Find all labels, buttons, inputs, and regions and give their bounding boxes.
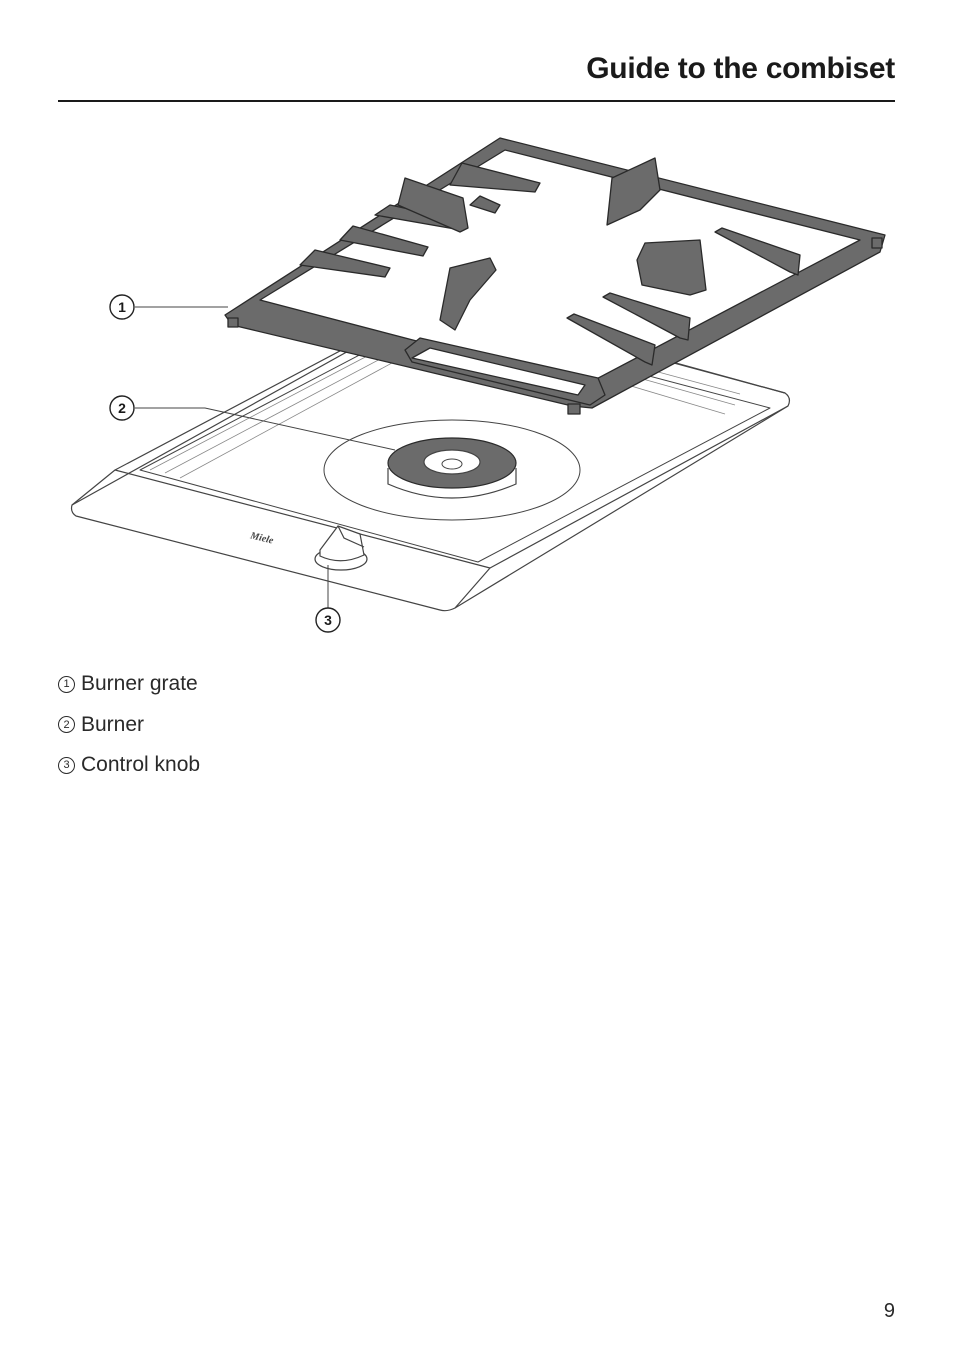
page-number: 9 (883, 1300, 895, 1322)
callout-lines (135, 306, 396, 608)
combiset-illustration: Miele (70, 137, 886, 633)
legend-item-burner: 2 Burner (58, 705, 200, 746)
callout-3: 3 (315, 607, 341, 633)
legend-item-control-knob: 3 Control knob (58, 745, 200, 786)
page-title: Guide to the combiset (586, 52, 895, 85)
svg-text:3: 3 (324, 612, 332, 628)
burner-grate (224, 137, 886, 415)
legend: 1 Burner grate 2 Burner 3 Control knob (58, 664, 200, 786)
callout-2: 2 (109, 395, 135, 421)
title-rule (58, 100, 895, 102)
legend-number: 3 (58, 756, 75, 774)
legend-number: 1 (58, 675, 75, 693)
burner (323, 419, 581, 521)
legend-label: Burner grate (81, 672, 198, 696)
legend-label: Control knob (81, 753, 201, 777)
legend-number: 2 (58, 716, 75, 734)
legend-label: Burner (81, 712, 145, 736)
callout-1: 1 (109, 294, 135, 320)
svg-text:2: 2 (118, 400, 126, 416)
svg-text:1: 1 (118, 299, 126, 315)
legend-item-burner-grate: 1 Burner grate (58, 664, 200, 705)
control-knob-icon (314, 525, 368, 571)
